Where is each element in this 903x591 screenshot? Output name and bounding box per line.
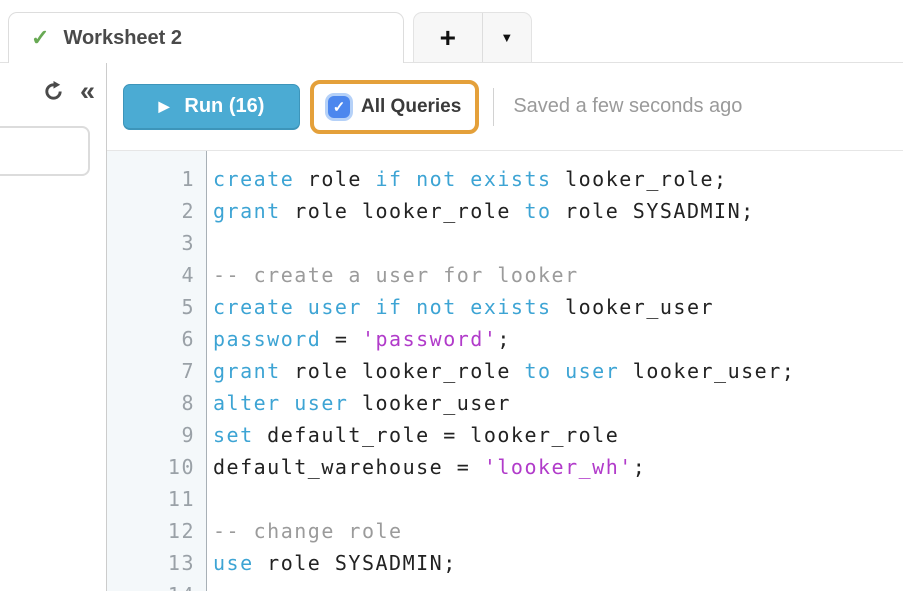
line-number: 14: [107, 579, 207, 591]
run-button-label: Run (16): [184, 94, 265, 117]
code-lines: 1 create role if not exists looker_role; 2…: [107, 151, 903, 591]
run-button[interactable]: ▶ Run (16): [123, 83, 300, 130]
line-number: 11: [167, 487, 195, 511]
toolbar-divider: [493, 87, 495, 126]
code-text: create user if not exists looker_user: [213, 295, 715, 319]
line-number: 10: [167, 455, 195, 479]
all-queries-label[interactable]: All Queries: [361, 95, 462, 117]
saved-status: Saved a few seconds ago: [513, 95, 743, 117]
line-number: 5: [181, 295, 195, 319]
line-number: 8: [181, 391, 195, 415]
code-line[interactable]: 7 grant role looker_role to user looker_u…: [107, 355, 903, 387]
saved-check-icon: ✓: [31, 25, 50, 50]
sidebar-icons: «: [0, 63, 106, 106]
code-text: set default_role = looker_role: [213, 423, 620, 447]
line-number: 7: [181, 359, 195, 383]
line-number: 4: [181, 263, 195, 287]
code-line[interactable]: 8 alter user looker_user: [107, 387, 903, 419]
highlight-annotation: ✓ All Queries: [310, 79, 480, 134]
code-text: -- change role: [213, 519, 403, 543]
code-line[interactable]: 3: [107, 227, 903, 259]
code-line[interactable]: 13 use role SYSADMIN;: [107, 547, 903, 579]
code-line[interactable]: 5 create user if not exists looker_user: [107, 291, 903, 323]
line-number: 6: [181, 327, 195, 351]
code-line[interactable]: 12 -- change role: [107, 515, 903, 547]
main-area: « ▶ Run (16) ✓ All Queries Saved a few s…: [0, 63, 903, 591]
all-queries-checkbox[interactable]: ✓: [328, 95, 350, 118]
line-number: 3: [181, 231, 195, 255]
sidebar: «: [0, 63, 107, 591]
code-text: use role SYSADMIN;: [213, 551, 457, 575]
new-worksheet-button[interactable]: +: [414, 13, 483, 62]
sidebar-panel-input[interactable]: [0, 126, 90, 176]
line-number: 1: [181, 167, 195, 191]
tab-actions-group: + ▼: [413, 12, 532, 62]
tab-bar: ✓ Worksheet 2 + ▼: [0, 0, 903, 63]
line-number: 9: [181, 423, 195, 447]
code-line[interactable]: 2 grant role looker_role to role SYSADMIN…: [107, 195, 903, 227]
line-number: 13: [167, 551, 195, 575]
code-text: grant role looker_role to role SYSADMIN;: [213, 199, 755, 223]
code-text: alter user looker_user: [213, 391, 511, 415]
code-text: [207, 227, 213, 259]
code-line[interactable]: 4 -- create a user for looker: [107, 259, 903, 291]
line-number-gutter: [107, 151, 207, 591]
tab-title: Worksheet 2: [63, 26, 183, 49]
code-text: [207, 483, 213, 515]
code-line[interactable]: 1 create role if not exists looker_role;: [107, 163, 903, 195]
code-text: password = 'password';: [213, 327, 511, 351]
code-line[interactable]: 11: [107, 483, 903, 515]
code-text: [207, 579, 213, 591]
tab-bar-divider: [0, 62, 903, 63]
code-line[interactable]: 14: [107, 579, 903, 591]
code-text: default_warehouse = 'looker_wh';: [213, 455, 647, 479]
collapse-panel-icon[interactable]: «: [79, 76, 95, 106]
code-text: -- create a user for looker: [213, 263, 579, 287]
tab-worksheet-2[interactable]: ✓ Worksheet 2: [8, 12, 404, 63]
code-line[interactable]: 10 default_warehouse = 'looker_wh';: [107, 451, 903, 483]
line-number: 12: [167, 519, 195, 543]
refresh-icon[interactable]: [42, 80, 65, 103]
code-line[interactable]: 6 password = 'password';: [107, 323, 903, 355]
code-text: grant role looker_role to user looker_us…: [213, 359, 796, 383]
line-number: 2: [181, 199, 195, 223]
content: ▶ Run (16) ✓ All Queries Saved a few sec…: [107, 63, 903, 591]
code-text: create role if not exists looker_role;: [213, 167, 728, 191]
toolbar: ▶ Run (16) ✓ All Queries Saved a few sec…: [107, 63, 903, 150]
code-line[interactable]: 9 set default_role = looker_role: [107, 419, 903, 451]
worksheet-menu-button[interactable]: ▼: [500, 30, 514, 45]
play-icon: ▶: [158, 98, 170, 114]
sql-editor[interactable]: 1 create role if not exists looker_role; 2…: [107, 150, 903, 591]
